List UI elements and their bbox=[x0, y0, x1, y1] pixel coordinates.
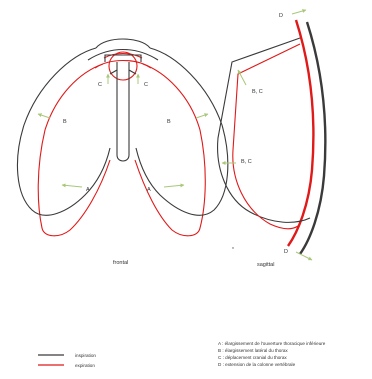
arrow-b-left bbox=[38, 114, 50, 118]
label-a-left: A bbox=[86, 187, 90, 193]
frontal-view: A A B B C C frontal bbox=[17, 39, 227, 266]
label-bc-mid: B, C bbox=[241, 159, 252, 165]
key-b: B : élargissement latéral du thorax bbox=[218, 348, 288, 353]
legend-expiration-label: expiration bbox=[75, 363, 95, 368]
sagittal-inspiration-outline bbox=[218, 38, 310, 222]
sagittal-view: B, C B, C D D sagittal bbox=[218, 10, 326, 268]
frontal-inspiration-outline bbox=[17, 39, 227, 215]
label-c-right: C bbox=[144, 82, 148, 88]
arrow-a-left bbox=[62, 185, 82, 187]
arrow-d-top bbox=[292, 10, 306, 14]
legend: inspiration expiration bbox=[38, 353, 96, 368]
separator-dot bbox=[232, 247, 233, 248]
spine-expiration bbox=[288, 20, 313, 246]
arrow-b-right bbox=[196, 114, 208, 118]
sagittal-caption: sagittal bbox=[257, 262, 274, 268]
label-d-bottom: D bbox=[284, 249, 288, 255]
key-a: A : élargissement de l'ouverture thoraci… bbox=[218, 341, 326, 346]
label-c-left: C bbox=[98, 82, 102, 88]
legend-inspiration-label: inspiration bbox=[75, 353, 96, 358]
label-a-right: A bbox=[147, 187, 151, 193]
frontal-caption: frontal bbox=[113, 260, 128, 266]
frontal-arrows bbox=[38, 74, 208, 187]
sagittal-expiration-outline bbox=[233, 44, 300, 229]
key-c: C : déplacement cranial du thorax bbox=[218, 355, 287, 360]
label-b-left: B bbox=[63, 119, 67, 125]
key-d: D : extension de la colonne vertébrale bbox=[218, 362, 296, 367]
arrow-a-right bbox=[164, 185, 184, 187]
label-bc-top: B, C bbox=[252, 89, 263, 95]
legend-key: A : élargissement de l'ouverture thoraci… bbox=[218, 341, 326, 367]
frontal-expiration-outline bbox=[38, 52, 205, 236]
arrow-d-bottom bbox=[296, 252, 312, 260]
label-b-right: B bbox=[167, 119, 171, 125]
label-d-top: D bbox=[279, 13, 283, 19]
